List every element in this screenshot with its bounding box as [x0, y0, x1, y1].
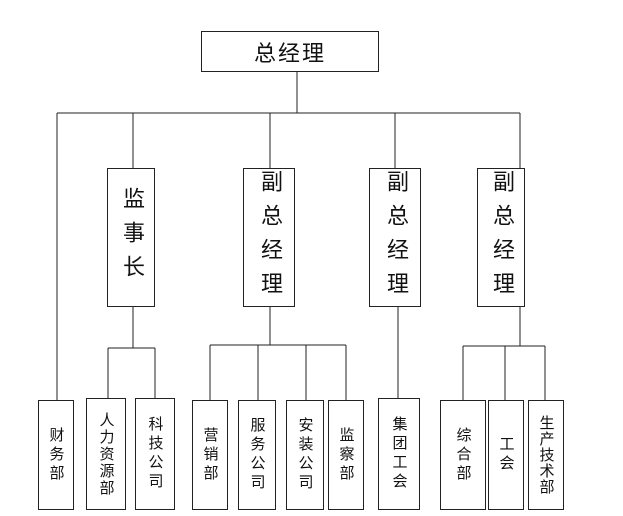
dept-union: 工会 — [488, 400, 524, 510]
dept-supervision: 监察部 — [328, 400, 364, 510]
vice-gm-2-label: 副总经理 — [383, 169, 408, 306]
dept-production-tech: 生产技术部 — [528, 400, 564, 510]
dept-production-tech-label: 生产技术部 — [537, 415, 556, 495]
dept-finance-label: 财务部 — [47, 426, 66, 484]
dept-finance: 财务部 — [38, 400, 74, 510]
box-chairman: 监事长 — [107, 168, 155, 307]
dept-hr: 人力资源部 — [86, 398, 126, 510]
root-box-general-manager: 总经理 — [201, 31, 379, 72]
dept-tech-company: 科技公司 — [135, 398, 175, 510]
box-vice-gm-3: 副总经理 — [477, 168, 525, 307]
dept-general-label: 综合部 — [454, 426, 473, 484]
dept-install-company-label: 安装公司 — [296, 417, 315, 493]
box-vice-gm-1: 副总经理 — [243, 168, 295, 307]
dept-general: 综合部 — [440, 400, 486, 510]
dept-hr-label: 人力资源部 — [97, 411, 116, 497]
dept-service-company: 服务公司 — [238, 400, 276, 510]
box-vice-gm-2: 副总经理 — [369, 168, 421, 307]
dept-tech-company-label: 科技公司 — [146, 416, 165, 492]
dept-marketing-label: 营销部 — [201, 426, 220, 484]
dept-union-label: 工会 — [497, 436, 516, 474]
dept-marketing: 营销部 — [192, 400, 228, 510]
root-label: 总经理 — [253, 41, 326, 67]
dept-install-company: 安装公司 — [286, 400, 324, 510]
vice-gm-1-label: 副总经理 — [257, 169, 282, 306]
chairman-label: 监事长 — [119, 186, 144, 289]
dept-service-company-label: 服务公司 — [248, 417, 267, 493]
dept-group-union: 集团工会 — [378, 398, 420, 510]
dept-supervision-label: 监察部 — [337, 426, 356, 484]
vice-gm-3-label: 副总经理 — [489, 169, 514, 306]
dept-group-union-label: 集团工会 — [390, 416, 409, 492]
